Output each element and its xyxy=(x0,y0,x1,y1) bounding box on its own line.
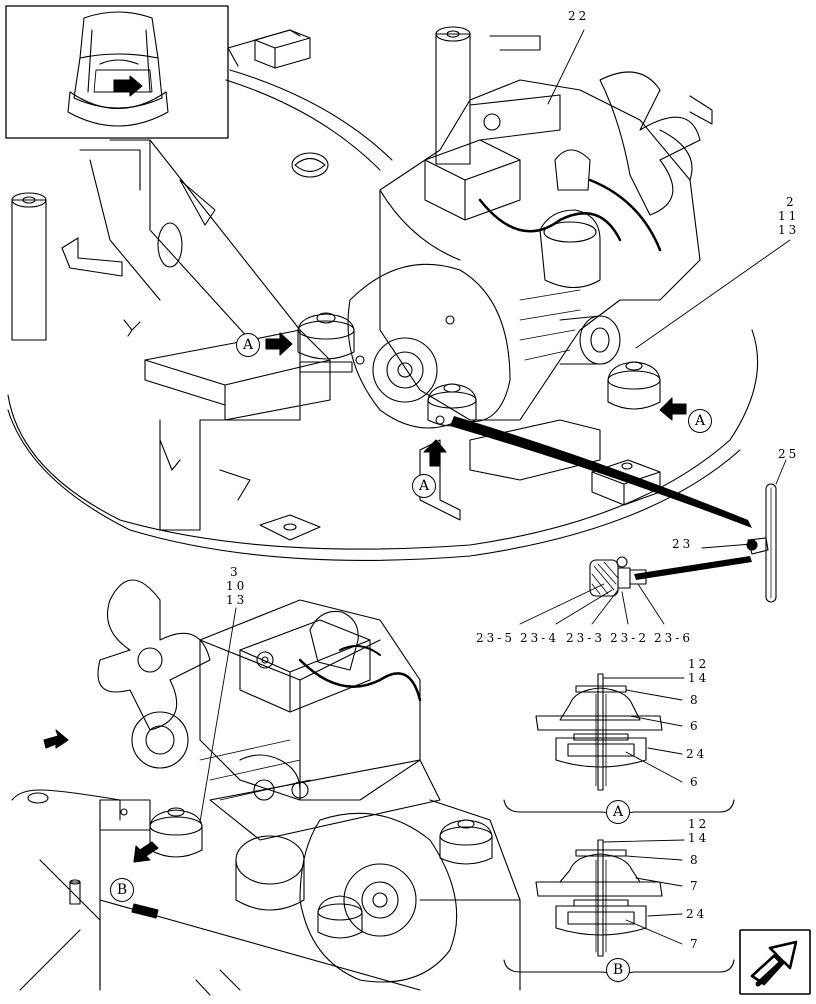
callout-25: 25 xyxy=(778,447,800,461)
callout-23-5: 23-5 xyxy=(476,631,515,645)
upper-engine xyxy=(347,71,701,521)
lower-mounts xyxy=(149,807,493,939)
callout-10: 10 xyxy=(226,579,248,593)
callout-2: 2 xyxy=(786,195,797,209)
callout-23-4: 23-4 xyxy=(520,631,559,645)
detail-a-callout-8: 8 xyxy=(690,693,701,707)
callout-23: 23 xyxy=(672,537,694,551)
section-a-marker-left: A xyxy=(236,333,260,357)
callout-23-2: 23-2 xyxy=(610,631,649,645)
section-a-marker-right: A xyxy=(688,409,712,433)
section-a-marker-bottom: A xyxy=(412,474,436,498)
detail-a-callout-12: 12 xyxy=(688,657,710,671)
callout-11: 11 xyxy=(778,209,800,223)
pin-detail xyxy=(746,483,777,603)
detail-b-label: B xyxy=(606,958,630,982)
detail-a-callout-6-lower: 6 xyxy=(690,775,701,789)
view-pointer xyxy=(450,416,752,580)
upper-frame-platform xyxy=(7,26,759,561)
callout-22: 22 xyxy=(568,9,590,23)
detail-b-callout-7-upper: 7 xyxy=(690,879,701,893)
detail-a-callout-14: 14 xyxy=(688,671,710,685)
inset-view xyxy=(5,5,229,139)
lower-engine xyxy=(97,579,458,983)
view-arrows xyxy=(43,332,687,863)
detail-b-callout-8: 8 xyxy=(690,853,701,867)
callout-23-3: 23-3 xyxy=(566,631,605,645)
callout-23-6: 23-6 xyxy=(654,631,693,645)
callout-13-bottom: 13 xyxy=(226,593,248,607)
upper-mounts xyxy=(297,312,661,427)
callout-13-top: 13 xyxy=(778,223,800,237)
callout-3: 3 xyxy=(230,565,241,579)
next-page-arrow-icon[interactable] xyxy=(739,929,811,995)
detail-b-callout-24: 24 xyxy=(686,907,708,921)
leader-lines xyxy=(199,29,791,945)
detail-a-callout-24: 24 xyxy=(686,747,708,761)
detail-b-callout-14: 14 xyxy=(688,831,710,845)
lower-frame xyxy=(11,789,521,996)
detail-b-callout-7-lower: 7 xyxy=(690,937,701,951)
detail-a-callout-6-upper: 6 xyxy=(690,719,701,733)
detail-a-label: A xyxy=(606,800,630,824)
detail-b-callout-12: 12 xyxy=(688,817,710,831)
section-b-marker: B xyxy=(110,878,134,902)
